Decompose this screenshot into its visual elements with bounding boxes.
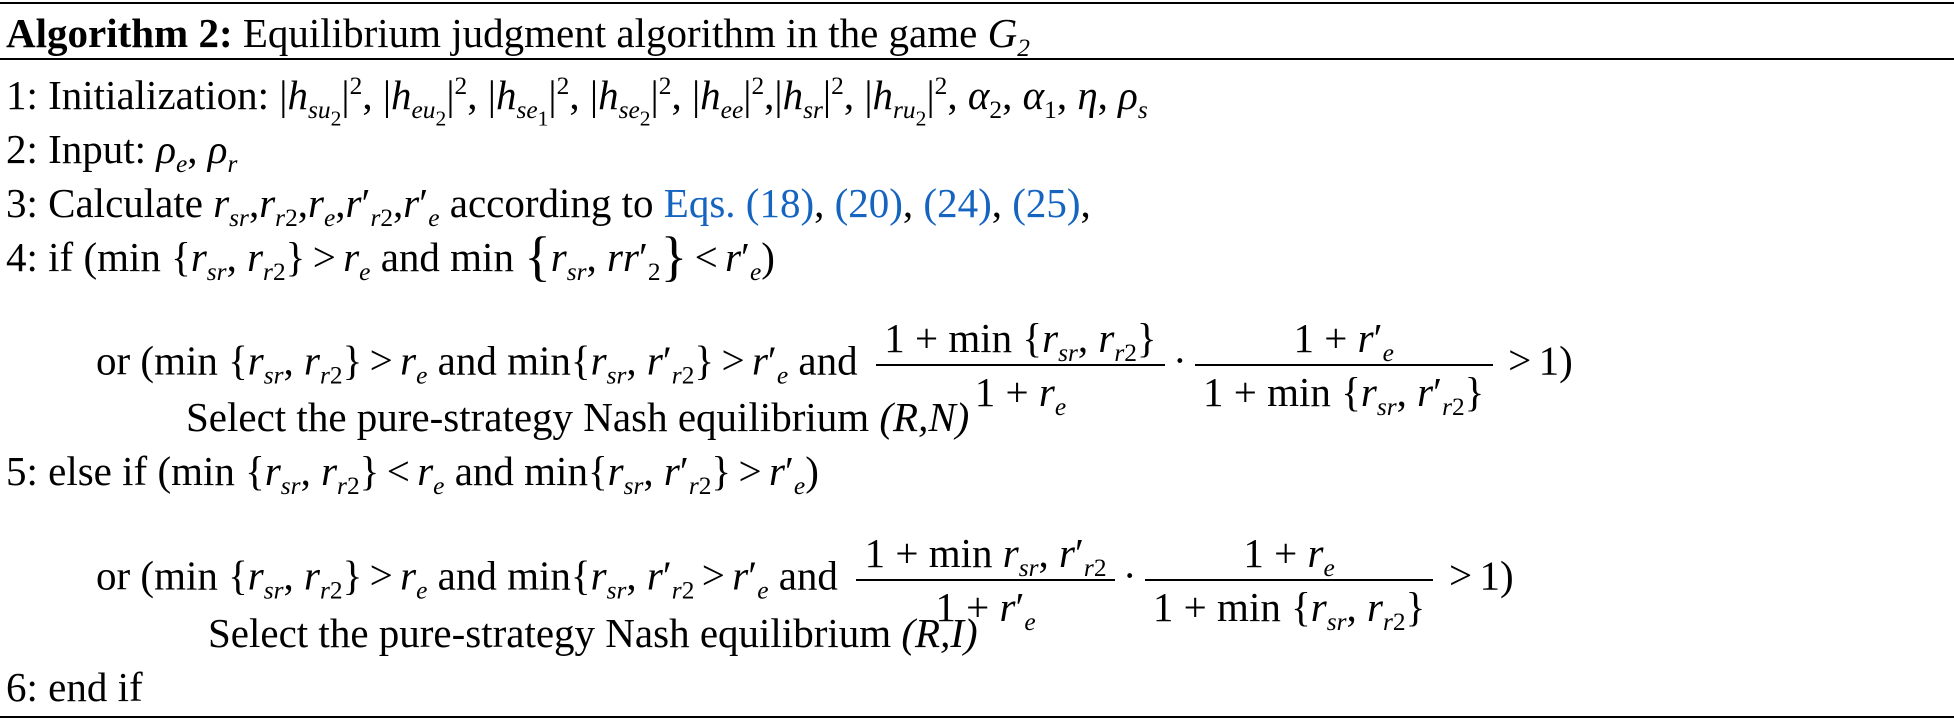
step-1-label: 1: Initialization: [6, 72, 270, 118]
step-6-end: 6: end if [6, 662, 143, 712]
eq-ref-20[interactable]: (20) [834, 180, 903, 226]
step-3-label: 3: Calculate [6, 180, 203, 226]
header-rule [0, 58, 1954, 60]
eq-ref-18[interactable]: Eqs. (18) [663, 180, 815, 226]
select-equilibrium-rn: Select the pure-strategy Nash equilibriu… [186, 394, 970, 440]
step-3-according: according to [449, 180, 654, 226]
fraction-1: 1 + min {rsr, rr2} 1 + re [876, 312, 1165, 420]
eq-ref-24[interactable]: (24) [923, 180, 992, 226]
bottom-rule [0, 716, 1954, 718]
step-2-label: 2: Input: [6, 126, 147, 172]
equilibrium-rn: (R,N) [879, 394, 970, 440]
algorithm-caption: Algorithm 2: Equilibrium judgment algori… [6, 8, 1030, 62]
fraction-4: 1 + re 1 + min {rsr, rr2} [1144, 527, 1434, 635]
step-1-initialization: 1: Initialization: |hsu2|2, |heu2|2, |hs… [6, 70, 1148, 131]
step-5-label: 5: else if [6, 448, 148, 494]
step-5-condition: 5: else if (min {rsr, rr2}<re and min{rs… [6, 448, 819, 500]
game-symbol: G2 [987, 10, 1030, 62]
step-2-math: ρe, ρr [156, 126, 238, 178]
fraction-3: 1 + min rsr, r′r2 1 + r′e [856, 527, 1115, 635]
fraction-2: 1 + r′e 1 + min {rsr, r′r2} [1194, 312, 1493, 420]
eq-ref-25[interactable]: (25) [1012, 180, 1081, 226]
step-3-calculate: 3: Calculate rsr,rr2,re,r′r2,r′e accordi… [6, 180, 1091, 232]
step-5-condition-or: or (min {rsr, rr2}>re and min{rsr, r′r2>… [96, 527, 1514, 635]
step-1-math: |hsu2|2, |heu2|2, |hse1|2, |hse2|2, |hee… [279, 71, 1148, 131]
equilibrium-ri: (R,I) [901, 610, 978, 656]
step-4-condition: 4: if (min {rsr, rr2}>re and min {rsr, r… [6, 225, 775, 287]
step-4-condition-or: or (min {rsr, rr2}>re and min{rsr, r′r2}… [96, 312, 1573, 420]
algorithm-label: Algorithm 2: [6, 10, 233, 56]
step-2-input: 2: Input: ρe, ρr [6, 124, 238, 178]
step-6-label: 6: end if [6, 664, 143, 710]
select-equilibrium-ri: Select the pure-strategy Nash equilibriu… [208, 610, 978, 656]
top-rule [0, 2, 1954, 4]
algorithm-title: Equilibrium judgment algorithm in the ga… [242, 10, 978, 56]
step-4-label: 4: if [6, 234, 74, 280]
step-3-math: rsr,rr2,re,r′r2,r′e [213, 180, 440, 232]
